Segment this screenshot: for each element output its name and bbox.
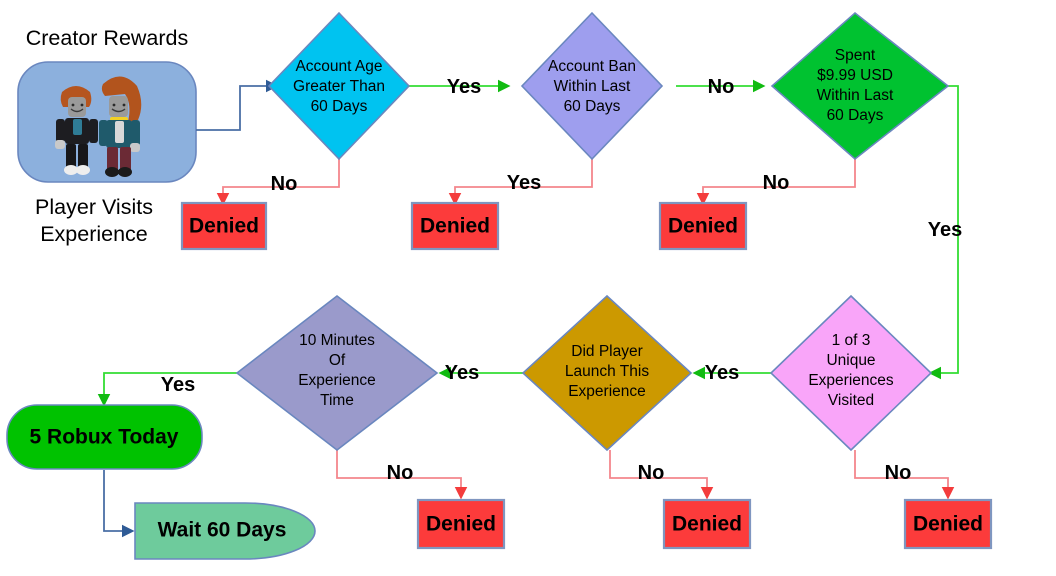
outcome-wait-label: Wait 60 Days xyxy=(158,519,287,542)
start-caption-line1: Player Visits xyxy=(35,195,153,219)
denied-box-1-shape xyxy=(180,201,268,251)
decision-launch-line-2: Launch This xyxy=(565,363,649,380)
edge-reward-to-wait xyxy=(103,470,135,538)
denied-box-5-label: Denied xyxy=(672,513,742,536)
edge-label-ban-yes: Yes xyxy=(507,172,541,194)
decision-time-line-1: 10 Minutes xyxy=(299,332,375,349)
decision-account-ban-line-2: Within Last xyxy=(554,78,631,95)
edge-label-launch-yes: Yes xyxy=(445,362,479,384)
edge-label-age-no: No xyxy=(271,173,298,195)
outcome-reward[interactable]: 5 Robux Today xyxy=(6,404,203,470)
denied-box-3[interactable]: Denied xyxy=(658,201,748,251)
edge-label-age-yes: Yes xyxy=(447,76,481,98)
start-caption-line2: Experience xyxy=(40,222,148,246)
denied-box-4[interactable]: Denied xyxy=(416,498,506,550)
edge-ban-yes xyxy=(448,159,593,206)
edge-label-time-no: No xyxy=(387,462,414,484)
denied-box-4-shape xyxy=(416,498,506,550)
decision-unique-line-2: Unique xyxy=(826,352,875,369)
decision-launch-line-1: Did Player xyxy=(571,343,643,360)
denied-box-5-shape xyxy=(662,498,752,550)
decision-account-age-line-3: 60 Days xyxy=(311,98,368,115)
decision-time-line-4: Time xyxy=(320,392,354,409)
denied-box-1[interactable]: Denied xyxy=(180,201,268,251)
decision-spent-usd-line-3: Within Last xyxy=(817,87,894,104)
decision-did-launch-shape xyxy=(521,294,693,452)
decision-account-ban-shape xyxy=(520,11,664,161)
decision-spent-usd-line-4: 60 Days xyxy=(827,107,884,124)
decision-account-age[interactable]: Account Age Greater Than 60 Days xyxy=(267,11,411,161)
denied-box-6[interactable]: Denied xyxy=(903,498,993,550)
denied-box-2[interactable]: Denied xyxy=(410,201,500,251)
denied-box-2-shape xyxy=(410,201,500,251)
decision-unique-experiences-shape xyxy=(769,294,933,452)
edge-label-spent-yes: Yes xyxy=(928,219,962,241)
outcome-wait-shape xyxy=(134,502,316,560)
edge-time-yes xyxy=(97,372,263,407)
denied-box-2-label: Denied xyxy=(420,215,490,238)
decision-spent-usd-line-2: $9.99 USD xyxy=(817,67,893,84)
denied-box-5[interactable]: Denied xyxy=(662,498,752,550)
edge-label-time-yes: Yes xyxy=(161,374,195,396)
start-node[interactable]: Creator Rewards Player Visits Experience xyxy=(17,26,197,246)
decision-account-ban-line-1: Account Ban xyxy=(548,58,636,75)
decision-time-line-2: Of xyxy=(329,352,346,369)
decision-account-ban[interactable]: Account Ban Within Last 60 Days xyxy=(520,11,664,161)
edge-launch-no xyxy=(609,450,714,500)
decision-spent-usd-line-1: Spent xyxy=(835,47,876,64)
denied-box-6-label: Denied xyxy=(913,513,983,536)
edge-spent-no xyxy=(696,159,856,206)
decision-account-ban-line-3: 60 Days xyxy=(564,98,621,115)
denied-box-3-label: Denied xyxy=(668,215,738,238)
start-caption-top: Creator Rewards xyxy=(26,26,189,50)
edge-label-ban-no: No xyxy=(708,76,735,98)
decision-unique-experiences[interactable]: 1 of 3 Unique Experiences Visited xyxy=(769,294,933,452)
decision-did-launch[interactable]: Did Player Launch This Experience xyxy=(521,294,693,452)
edge-label-launch-no: No xyxy=(638,462,665,484)
decision-spent-usd-shape xyxy=(770,11,950,161)
edge-age-no xyxy=(216,159,340,206)
denied-box-6-shape xyxy=(903,498,993,550)
decision-account-age-line-2: Greater Than xyxy=(293,78,385,95)
decision-ten-minutes-shape xyxy=(235,294,439,452)
decision-time-line-3: Experience xyxy=(298,372,376,389)
denied-box-4-label: Denied xyxy=(426,513,496,536)
outcome-reward-shape xyxy=(6,404,203,470)
edge-time-no xyxy=(336,450,468,500)
edge-spent-yes xyxy=(928,85,959,380)
edge-start-to-age xyxy=(196,79,279,131)
outcome-reward-label: 5 Robux Today xyxy=(30,426,179,449)
decision-account-age-shape xyxy=(267,11,411,161)
outcome-wait[interactable]: Wait 60 Days xyxy=(134,502,316,560)
edge-label-unique-yes: Yes xyxy=(705,362,739,384)
decision-unique-line-1: 1 of 3 xyxy=(832,332,871,349)
denied-box-3-shape xyxy=(658,201,748,251)
decision-ten-minutes[interactable]: 10 Minutes Of Experience Time xyxy=(235,294,439,452)
decision-unique-line-4: Visited xyxy=(828,392,874,409)
decision-launch-line-3: Experience xyxy=(568,383,646,400)
edge-label-unique-no: No xyxy=(885,462,912,484)
avatar-graphic xyxy=(55,76,142,177)
edge-unique-no xyxy=(854,450,955,500)
decision-unique-line-3: Experiences xyxy=(808,372,894,389)
decision-spent-usd[interactable]: Spent $9.99 USD Within Last 60 Days xyxy=(770,11,950,161)
decision-account-age-line-1: Account Age xyxy=(295,58,382,75)
denied-box-1-label: Denied xyxy=(189,215,259,238)
edge-label-spent-no: No xyxy=(763,172,790,194)
